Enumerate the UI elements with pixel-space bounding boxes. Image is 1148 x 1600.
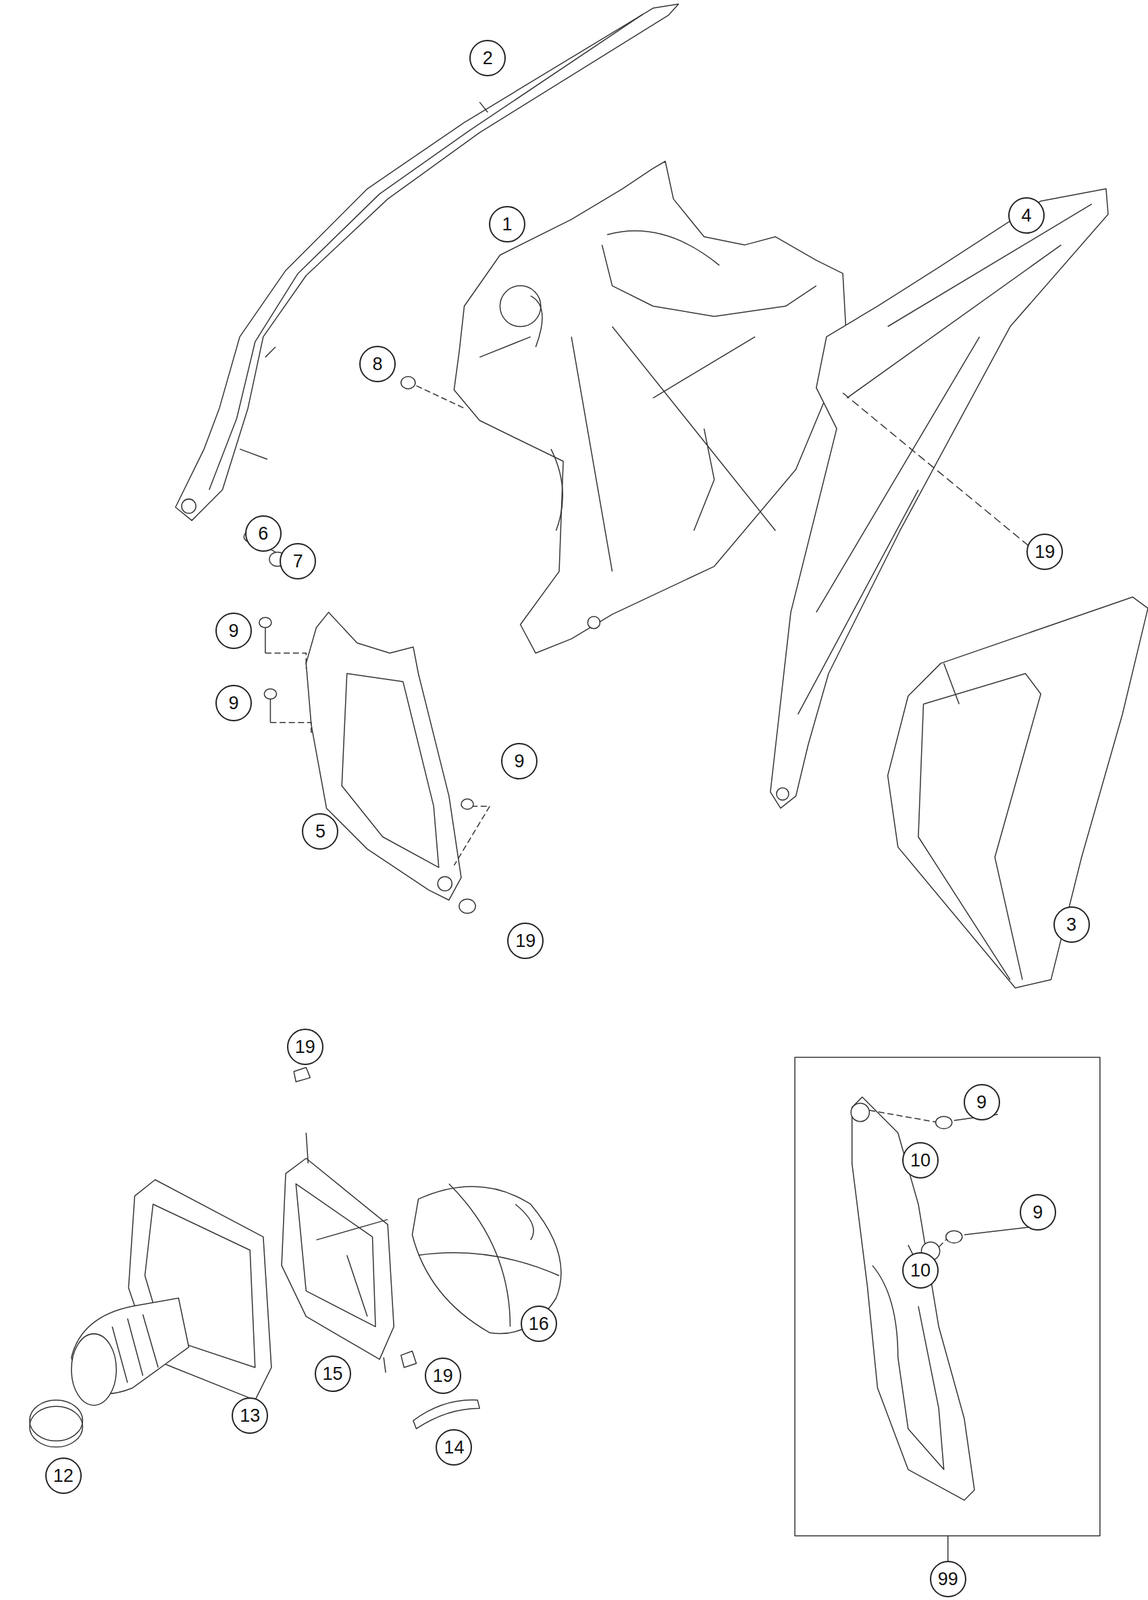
filter-cage bbox=[281, 1158, 394, 1360]
callout-number: 8 bbox=[359, 345, 396, 383]
callout-number: 4 bbox=[1008, 197, 1045, 234]
callout-number: 9 bbox=[1019, 1193, 1057, 1231]
bolt-head bbox=[259, 617, 272, 628]
leader-line bbox=[415, 385, 464, 408]
leader-line bbox=[453, 806, 490, 866]
intake-boot-end bbox=[71, 1333, 117, 1406]
callout-number: 10 bbox=[902, 1141, 939, 1179]
mount-hole bbox=[437, 876, 452, 891]
callout-number: 19 bbox=[424, 1357, 462, 1394]
callout-number: 10 bbox=[902, 1251, 939, 1289]
side-cover bbox=[888, 596, 1148, 988]
leader-line bbox=[270, 722, 311, 733]
washer bbox=[946, 1230, 963, 1243]
mount-hole bbox=[181, 499, 196, 514]
leader-line bbox=[947, 1535, 949, 1562]
air-box-boss bbox=[499, 285, 541, 327]
seal-strip bbox=[413, 1399, 480, 1429]
leader-line bbox=[842, 393, 1033, 550]
washer bbox=[935, 1116, 953, 1129]
bracket-detail bbox=[872, 1244, 945, 1469]
air-box-detail bbox=[479, 230, 817, 572]
mount-hole bbox=[776, 787, 789, 800]
callout-number: 2 bbox=[469, 39, 506, 77]
leader-line bbox=[264, 624, 267, 654]
bolt-head bbox=[264, 688, 277, 699]
bracket-boss bbox=[850, 1102, 870, 1121]
grommet bbox=[459, 898, 476, 913]
callout-number: 13 bbox=[231, 1397, 269, 1434]
callout-number: 9 bbox=[501, 742, 538, 780]
filter-cage-detail bbox=[295, 1132, 388, 1373]
intake-duct bbox=[305, 612, 462, 901]
leader-line bbox=[265, 653, 306, 669]
leader-line bbox=[270, 696, 272, 723]
callout-number: 9 bbox=[215, 684, 252, 722]
leader-line bbox=[869, 1110, 939, 1123]
callout-number: 7 bbox=[279, 542, 317, 580]
callout-number: 1 bbox=[488, 205, 526, 243]
callout-number: 19 bbox=[287, 1028, 324, 1065]
callout-number: 15 bbox=[314, 1355, 352, 1392]
air-box-boss bbox=[587, 616, 600, 629]
side-cover-detail bbox=[918, 663, 1041, 980]
filter-nut bbox=[401, 1351, 417, 1368]
nut bbox=[401, 376, 416, 389]
callout-number: 99 bbox=[929, 1560, 967, 1598]
kit-frame bbox=[794, 1056, 1101, 1536]
callout-number: 19 bbox=[1026, 533, 1063, 570]
intake-duct-window bbox=[341, 673, 439, 868]
callout-number: 9 bbox=[963, 1083, 1001, 1121]
callout-number: 19 bbox=[507, 922, 544, 959]
bolt-head bbox=[461, 798, 474, 810]
air-box bbox=[453, 161, 847, 654]
callout-number: 9 bbox=[215, 612, 252, 649]
callout-number: 16 bbox=[520, 1305, 558, 1342]
callout-number: 6 bbox=[245, 515, 282, 552]
intake-boot-ribs bbox=[112, 1314, 159, 1383]
callout-number: 14 bbox=[435, 1428, 473, 1466]
hose-clamp bbox=[29, 1405, 84, 1447]
number-plate-bracket bbox=[852, 1096, 975, 1500]
filter-nut bbox=[293, 1067, 310, 1082]
callout-number: 3 bbox=[1053, 906, 1090, 943]
callout-number: 5 bbox=[301, 813, 339, 850]
callout-number: 12 bbox=[45, 1457, 82, 1494]
